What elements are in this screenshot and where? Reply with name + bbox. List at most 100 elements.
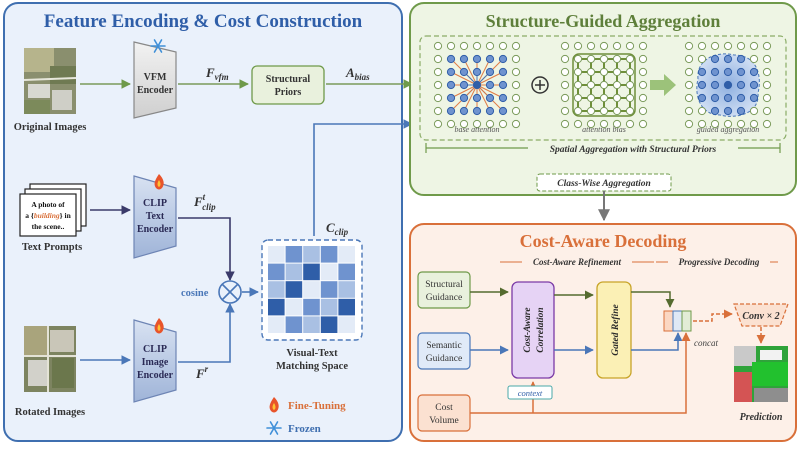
aggregation-panel-title: Structure-Guided Aggregation [486,11,721,31]
grid-node [586,41,596,51]
flame-icon-text-encoder [154,174,164,190]
attention-ray [450,84,478,99]
grid-node [749,41,759,51]
grid-node [625,80,635,90]
grid-node [697,80,707,90]
grid-node [560,67,570,77]
grid-node [625,67,635,77]
grid-node [612,106,622,116]
grid-node [446,106,456,116]
matching-matrix [268,246,355,333]
matrix-cell [268,316,285,333]
grid-node [638,67,648,77]
matrix-cell [303,316,320,333]
grid-node [511,41,521,51]
structural-guidance-box: Structural Guidance [417,271,471,309]
grid-node [684,80,694,90]
grid-node [573,41,583,51]
grid-node [638,93,648,103]
arrow-concat-to-conv [693,309,733,322]
grid-node [612,67,622,77]
arrow-gated-to-concat-top [631,291,675,308]
grid-node [433,106,443,116]
grid-node [498,119,508,129]
grid-node [446,119,456,129]
attention-ray [476,71,504,86]
grid-node [723,119,733,129]
grid-node [485,80,495,90]
grid-node [472,41,482,51]
grid-node [459,119,469,129]
semantic-guidance-line1: Semantic [426,341,461,351]
clip-image-encoder: CLIP Image Encoder [133,319,177,403]
attention-ray [476,84,491,112]
flame-icon-image-encoder [154,318,164,334]
matrix-cell [285,281,303,298]
grid-node [612,93,622,103]
guided-aggregation-grid [684,41,772,129]
grid-node [762,106,772,116]
grid-node [749,106,759,116]
clip-text-encoder-line1: CLIP [143,198,167,209]
class-wise-label: Class-Wise Aggregation [557,179,651,189]
grid-node [498,80,508,90]
grid-node [710,119,720,129]
grid-node [710,54,720,64]
clip-text-encoder: CLIP Text Encoder [133,175,177,259]
grid-node [625,41,635,51]
grid-node [560,41,570,51]
base-attention-label: base attention [454,125,499,134]
grid-node [625,93,635,103]
grid-node [485,106,495,116]
grid-node [446,41,456,51]
grid-node [472,80,482,90]
grid-node [586,67,596,77]
grid-node [612,119,622,129]
matrix-cell [285,298,303,316]
grid-node [586,80,596,90]
encoding-panel-title: Feature Encoding & Cost Construction [44,11,363,32]
matrix-cell [268,298,285,316]
prompt-line2: a {building} in [25,211,71,220]
grid-node [736,119,746,129]
grid-node [684,93,694,103]
matrix-cell [320,246,338,263]
legend-fine-tuning: Fine-Tuning [288,400,346,412]
grid-node [723,67,733,77]
grid-node [472,106,482,116]
grid-node [710,80,720,90]
gradient-arrow-icon [650,74,676,96]
matching-space-line1: Visual-Text [286,348,338,359]
arrow-costvolume-to-concat [470,332,691,414]
grid-node [560,93,570,103]
matrix-cell [338,281,355,298]
grid-node [498,54,508,64]
attention-ray [476,84,504,99]
grid-node [762,119,772,129]
matrix-cell [285,316,303,333]
grid-node [736,54,746,64]
svg-text:Abias: Abias [345,65,370,82]
grid-node [511,93,521,103]
matrix-cell [320,316,338,333]
base-attention-grid [433,41,521,129]
rotated-images-label: Rotated Images [15,407,85,418]
grid-node [749,54,759,64]
svg-text:Fr: Fr [195,364,209,381]
conv-label: Conv × 2 [742,311,779,322]
svg-text:Cclip: Cclip [326,220,349,237]
grid-node [599,67,609,77]
grid-node [697,93,707,103]
matching-space-line2: Matching Space [276,361,348,372]
grid-node [485,54,495,64]
grid-node [498,41,508,51]
grid-node [599,93,609,103]
grid-node [459,80,469,90]
grid-node [723,41,733,51]
grid-node [573,119,583,129]
grid-node [697,119,707,129]
clip-image-encoder-line2: Image [142,357,169,368]
grid-node [573,80,583,90]
grid-node [638,54,648,64]
matrix-cell [268,246,285,263]
